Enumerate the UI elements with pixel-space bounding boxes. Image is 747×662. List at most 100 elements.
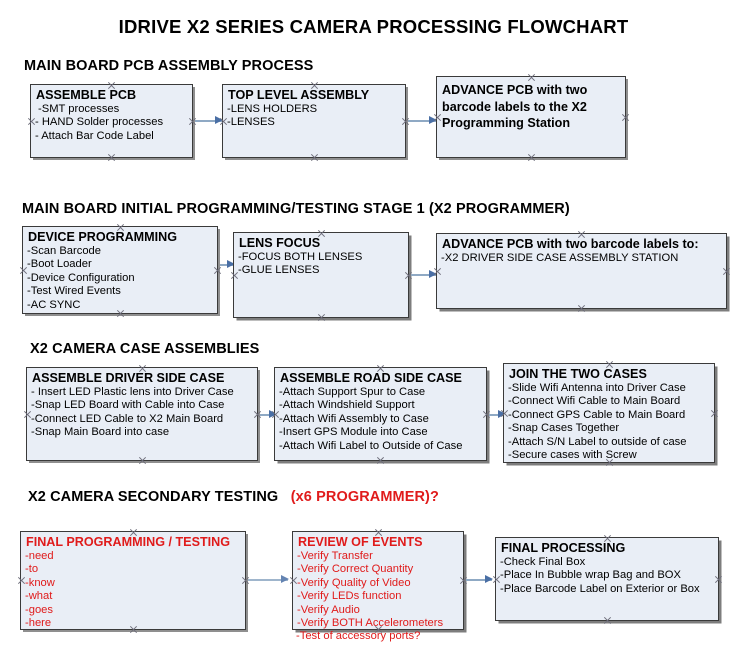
connector-driver-side-to-road-side bbox=[260, 410, 277, 419]
node-title: FINAL PROCESSING bbox=[501, 541, 626, 555]
page-title: IDRIVE X2 SERIES CAMERA PROCESSING FLOWC… bbox=[118, 16, 629, 37]
node-line: -Verify BOTH Accelerometers bbox=[297, 617, 444, 630]
node-line: -LENS HOLDERS bbox=[227, 102, 318, 115]
section-heading-accent: (x6 PROGRAMMER)? bbox=[290, 489, 439, 505]
arrowhead-icon bbox=[498, 410, 506, 418]
handle-bottom-icon[interactable] bbox=[527, 153, 536, 162]
node-advance-pcb-to-driver-side-case[interactable]: ADVANCE PCB with two barcode labels to: … bbox=[436, 233, 727, 309]
node-line: -Connect GPS Cable to Main Board bbox=[508, 408, 686, 421]
section-heading-text: MAIN BOARD PCB ASSEMBLY PROCESS bbox=[24, 58, 314, 74]
connector-top-level-assembly-to-advance-pcb bbox=[408, 116, 437, 125]
section-heading-main-board-pcb-assembly: MAIN BOARD PCB ASSEMBLY PROCESS bbox=[24, 58, 313, 74]
node-line: -Verify Correct Quantity bbox=[297, 563, 414, 576]
node-final-programming-testing[interactable]: FINAL PROGRAMMING / TESTING -need -to -k… bbox=[20, 531, 246, 630]
section-heading-main-board-initial-programming: MAIN BOARD INITIAL PROGRAMMING/TESTING S… bbox=[22, 201, 570, 217]
node-lens-focus[interactable]: LENS FOCUS -FOCUS BOTH LENSES -GLUE LENS… bbox=[233, 232, 409, 318]
node-line: -X2 DRIVER SIDE CASE ASSEMBLY STATION bbox=[441, 251, 679, 264]
node-review-of-events[interactable]: REVIEW OF EVENTS -Verify Transfer -Verif… bbox=[292, 531, 464, 630]
node-line: -Connect Wifi Cable to Main Board bbox=[508, 395, 681, 408]
node-line: -goes bbox=[25, 603, 53, 616]
connector-road-side-to-join-cases bbox=[489, 410, 506, 419]
node-line: - Attach Bar Code Label bbox=[35, 129, 154, 142]
node-line: -Test Wired Events bbox=[27, 285, 121, 298]
node-line: -Place Barcode Label on Exterior or Box bbox=[500, 582, 700, 595]
node-title: ADVANCE PCB with two barcode labels to: bbox=[442, 237, 699, 251]
node-line: - HAND Solder processes bbox=[35, 116, 164, 129]
arrowhead-icon bbox=[215, 116, 223, 124]
node-line: -FOCUS BOTH LENSES bbox=[238, 250, 363, 263]
connector-line bbox=[411, 274, 436, 276]
connector-line bbox=[466, 579, 492, 581]
node-title: LENS FOCUS bbox=[239, 236, 321, 250]
connector-line bbox=[408, 120, 436, 122]
node-line: -Attach S/N Label to outside of case bbox=[508, 435, 687, 448]
node-assemble-driver-side-case[interactable]: ASSEMBLE DRIVER SIDE CASE - Insert LED P… bbox=[26, 367, 258, 461]
connector-line bbox=[195, 120, 222, 122]
section-heading-text: MAIN BOARD INITIAL PROGRAMMING/TESTING S… bbox=[22, 201, 570, 217]
node-line: -Place In Bubble wrap Bag and BOX bbox=[500, 569, 681, 582]
node-device-programming[interactable]: DEVICE PROGRAMMING -Scan Barcode -Boot L… bbox=[22, 226, 218, 314]
arrowhead-icon bbox=[281, 575, 289, 583]
connector-review-of-events-to-final-processing bbox=[466, 575, 493, 584]
connector-lens-focus-to-advance-pcb bbox=[411, 270, 437, 279]
handle-bottom-icon[interactable] bbox=[107, 153, 116, 162]
node-advance-pcb-to-programming-station[interactable]: ADVANCE PCB with two barcode labels to t… bbox=[436, 76, 626, 158]
node-line: -LENSES bbox=[227, 116, 275, 129]
node-line: -Verify LEDs function bbox=[297, 590, 402, 603]
node-line: -Verify Quality of Video bbox=[297, 576, 411, 589]
node-line: -Attach Windshield Support bbox=[279, 399, 415, 412]
handle-bottom-icon[interactable] bbox=[138, 456, 147, 465]
node-line: -Attach Wifi Assembly to Case bbox=[279, 412, 429, 425]
node-line: -Slide Wifi Antenna into Driver Case bbox=[508, 381, 686, 394]
handle-bottom-icon[interactable] bbox=[376, 456, 385, 465]
section-heading-text: X2 CAMERA CASE ASSEMBLIES bbox=[30, 341, 260, 357]
handle-top-icon[interactable] bbox=[527, 73, 536, 82]
node-overflow-line-review-of-events: -Test of accessory ports? bbox=[296, 630, 421, 642]
node-line: -Verify Transfer bbox=[297, 549, 373, 562]
arrowhead-icon bbox=[227, 260, 235, 268]
node-line: -Check Final Box bbox=[500, 555, 586, 568]
node-title: ASSEMBLE ROAD SIDE CASE bbox=[280, 371, 462, 385]
connector-device-programming-to-lens-focus bbox=[220, 260, 235, 269]
node-line: -Scan Barcode bbox=[27, 244, 102, 257]
node-line: -to bbox=[25, 563, 39, 576]
node-title: TOP LEVEL ASSEMBLY bbox=[228, 88, 370, 102]
node-line: -AC SYNC bbox=[27, 298, 81, 311]
node-line: -know bbox=[25, 576, 55, 589]
node-assemble-road-side-case[interactable]: ASSEMBLE ROAD SIDE CASE -Attach Support … bbox=[274, 367, 487, 461]
node-join-the-two-cases[interactable]: JOIN THE TWO CASES -Slide Wifi Antenna i… bbox=[503, 363, 715, 463]
handle-bottom-icon[interactable] bbox=[317, 313, 326, 322]
node-line: -Verify Audio bbox=[297, 603, 360, 616]
node-title: JOIN THE TWO CASES bbox=[509, 367, 647, 381]
node-final-processing[interactable]: FINAL PROCESSING -Check Final Box -Place… bbox=[495, 537, 719, 621]
arrowhead-icon bbox=[429, 270, 437, 278]
connector-final-programming-to-review-of-events bbox=[248, 575, 289, 584]
node-title: DEVICE PROGRAMMING bbox=[28, 230, 178, 244]
connector-assemble-pcb-to-top-level-assembly bbox=[195, 116, 223, 125]
node-line: -Secure cases with Screw bbox=[508, 449, 637, 462]
arrowhead-icon bbox=[429, 116, 437, 124]
node-line: -GLUE LENSES bbox=[238, 264, 320, 277]
node-line: -Snap LED Board with Cable into Case bbox=[31, 399, 225, 412]
handle-bottom-icon[interactable] bbox=[603, 616, 612, 625]
node-line: -Insert GPS Module into Case bbox=[279, 426, 428, 439]
node-assemble-pcb[interactable]: ASSEMBLE PCB -SMT processes - HAND Solde… bbox=[30, 84, 193, 158]
connector-line bbox=[260, 414, 276, 416]
node-line: -SMT processes bbox=[38, 102, 120, 115]
node-title: ASSEMBLE PCB bbox=[36, 88, 137, 102]
node-line: -what bbox=[25, 590, 53, 603]
node-line: -Attach Wifi Label to Outside of Case bbox=[279, 439, 463, 452]
node-line: -Connect LED Cable to X2 Main Board bbox=[31, 412, 224, 425]
arrowhead-icon bbox=[485, 575, 493, 583]
connector-line bbox=[248, 579, 288, 581]
handle-bottom-icon[interactable] bbox=[577, 304, 586, 313]
handle-right-icon[interactable] bbox=[722, 267, 731, 276]
handle-bottom-icon[interactable] bbox=[310, 153, 319, 162]
section-heading-x2-camera-case-assemblies: X2 CAMERA CASE ASSEMBLIES bbox=[30, 341, 259, 357]
node-title: FINAL PROGRAMMING / TESTING bbox=[26, 535, 231, 549]
node-line: -Snap Cases Together bbox=[508, 422, 620, 435]
node-line: -Snap Main Board into case bbox=[31, 426, 170, 439]
arrowhead-icon bbox=[269, 410, 277, 418]
connector-line bbox=[489, 414, 505, 416]
node-top-level-assembly[interactable]: TOP LEVEL ASSEMBLY -LENS HOLDERS -LENSES bbox=[222, 84, 406, 158]
